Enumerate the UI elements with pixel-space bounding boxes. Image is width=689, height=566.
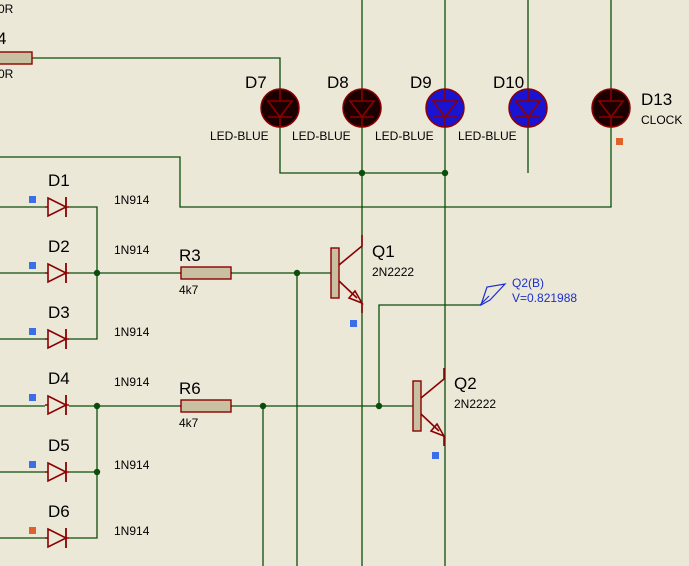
probe-name: Q2(B) [512,276,544,290]
diode-d6[interactable]: D6 1N914 [29,502,150,549]
diode-d6-value: 1N914 [114,524,150,538]
probe-arrow-icon [479,283,507,307]
wire-segment [0,127,612,208]
diode-d4[interactable]: D4 1N914 [29,369,150,416]
diode-d5-symbol-icon [45,461,69,483]
diode-d6-symbol-icon [45,527,69,549]
resistor-r3-value: 4k7 [179,283,199,297]
transistor-q2-symbol-icon [412,368,446,446]
led-d7[interactable]: D7 LED-BLUE [210,73,300,143]
junction-dot [441,169,449,177]
junction-dot [93,269,101,277]
led-d9-ref: D9 [410,73,432,92]
led-d7-symbol-icon [266,89,294,127]
offscreen-value-label: 0R [0,67,14,81]
led-d8-ref: D8 [327,73,349,92]
led-d9-value: LED-BLUE [375,129,434,143]
diode-d1-ref: D1 [48,171,70,190]
led-d13-value: CLOCK [641,113,682,127]
transistor-q1-pin-state-icon [350,320,357,327]
led-d9-symbol-icon [431,89,459,127]
diode-d6-pin-state-icon [29,527,36,534]
diode-d2[interactable]: D2 1N914 [29,237,150,284]
junction-dot [375,402,383,410]
diode-d5-pin-state-icon [29,461,36,468]
transistor-q1-ref: Q1 [372,242,395,261]
wire-segment [378,304,480,406]
led-d10[interactable]: D10 LED-BLUE [458,73,548,143]
led-d7-ref: D7 [245,73,267,92]
resistor-r3-ref: R3 [179,246,201,265]
diode-d1-symbol-icon [45,196,69,218]
offscreen-partial-ref: 4 [0,29,6,48]
junction-dot [93,468,101,476]
wires [0,0,612,566]
wire-segment [69,472,98,539]
diode-d3-symbol-icon [45,328,69,350]
transistor-q1-symbol-icon [330,235,364,313]
wire-segment [279,127,445,174]
junctions [93,169,449,476]
resistor-r6-ref: R6 [179,379,201,398]
diode-d4-ref: D4 [48,369,70,388]
diode-d2-pin-state-icon [29,262,36,269]
diode-d1[interactable]: D1 1N914 [29,171,150,218]
diode-d2-symbol-icon [45,262,69,284]
diode-d2-value: 1N914 [114,243,150,257]
diode-d5-value: 1N914 [114,458,150,472]
led-d8[interactable]: D8 LED-BLUE [292,73,382,143]
wire-segment [69,273,98,340]
wire-segment [69,206,98,273]
diode-d5-ref: D5 [48,436,70,455]
transistor-q2-ref: Q2 [454,374,477,393]
led-d8-value: LED-BLUE [292,129,351,143]
diode-d2-ref: D2 [48,237,70,256]
junction-dot [93,402,101,410]
led-d10-value: LED-BLUE [458,129,517,143]
resistor-r3[interactable]: R3 4k7 [179,246,232,297]
diode-d3-pin-state-icon [29,328,36,335]
resistor-r6[interactable]: R6 4k7 [179,379,232,430]
led-d10-ref: D10 [493,73,524,92]
wire-segment [69,406,98,473]
led-d8-symbol-icon [348,89,376,127]
offscreen-top-label: 0R [0,2,14,16]
led-d10-symbol-icon [514,89,542,127]
resistor-r4[interactable] [0,51,33,65]
junction-dot [259,402,267,410]
resistor-r3-symbol-icon [180,266,232,280]
diode-d6-ref: D6 [48,502,70,521]
transistor-q2-value: 2N2222 [454,397,496,411]
diode-d4-pin-state-icon [29,394,36,401]
diode-d3-ref: D3 [48,303,70,322]
diode-d3-value: 1N914 [114,325,150,339]
voltage-probe-q2b[interactable]: Q2(B) V=0.821988 [479,276,577,307]
resistor-r4-body [0,51,33,65]
led-d13[interactable]: D13 CLOCK [591,88,682,145]
led-d13-symbol-icon [597,89,625,127]
diode-d1-pin-state-icon [29,196,36,203]
junction-dot [293,269,301,277]
wire-segment [0,57,281,89]
transistor-q2[interactable]: Q2 2N2222 [412,368,496,459]
led-d13-pin-state-icon [616,138,623,145]
diode-d5[interactable]: D5 1N914 [29,436,150,483]
transistor-q2-pin-state-icon [432,452,439,459]
led-d13-ref: D13 [641,90,672,109]
diode-d4-value: 1N914 [114,375,150,389]
led-d7-value: LED-BLUE [210,129,269,143]
junction-dot [358,169,366,177]
diode-d1-value: 1N914 [114,193,150,207]
transistor-q1[interactable]: Q1 2N2222 [330,235,414,327]
transistor-q1-value: 2N2222 [372,265,414,279]
led-d9[interactable]: D9 LED-BLUE [375,73,465,143]
resistor-r6-symbol-icon [180,399,232,413]
diode-d4-symbol-icon [45,394,69,416]
probe-reading: V=0.821988 [512,291,577,305]
resistor-r6-value: 4k7 [179,416,199,430]
diode-d3[interactable]: D3 1N914 [29,303,150,350]
